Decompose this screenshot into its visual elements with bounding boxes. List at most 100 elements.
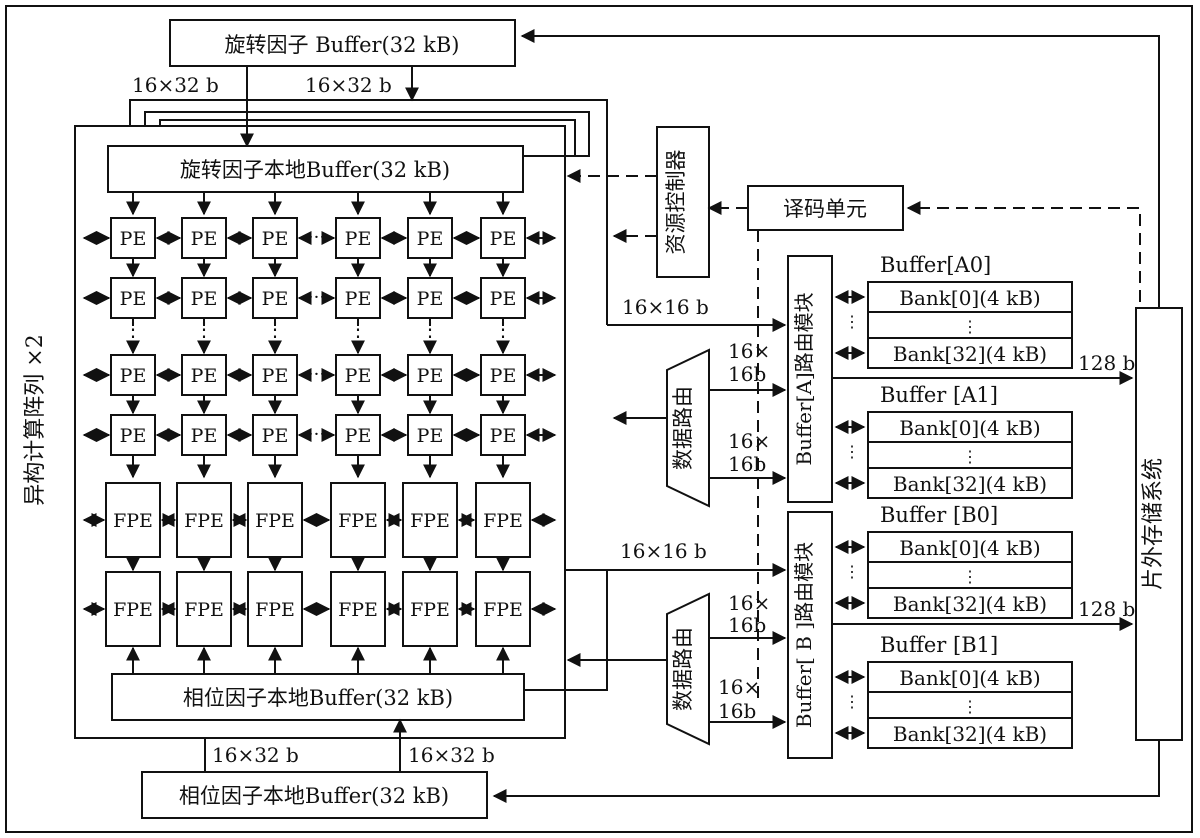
fpe-cell-label: FPE <box>338 510 378 532</box>
bank-first-label: Bank[0](4 kB) <box>899 416 1040 440</box>
ellipsis-vertical: ⋮ <box>493 317 513 341</box>
resource-controller-label: 资源控制器 <box>664 150 688 255</box>
width-label-16b-a2: 16b <box>728 452 766 476</box>
pe-cell <box>181 277 227 319</box>
fpe-cell <box>105 571 161 647</box>
offchip-storage-box <box>1135 307 1183 741</box>
fpe-cell <box>475 482 531 558</box>
pe-grid: PE PE PE PE ⋮ FPE FPE PE PE PE PE ⋮ FPE FPE PE PE PE PE ⋮ F… <box>82 192 557 674</box>
data-router-b-label: 数据路由 <box>671 627 695 711</box>
buffer-group-box <box>867 411 1073 499</box>
ellipsis-horizontal: ··· <box>308 227 325 248</box>
pe-cell-label: PE <box>120 228 147 250</box>
width-label-16b-b2: 16b <box>718 699 756 723</box>
ellipsis-vertical: ⋮ <box>123 317 143 341</box>
pe-cell-label: PE <box>262 228 289 250</box>
phase-local-buffer-bottom-box <box>141 771 488 819</box>
pe-cell-label: PE <box>262 288 289 310</box>
buffer-banks: Buffer[A0] Bank[0](4 kB) ⋮ Bank[32](4 kB) ⋮ B… <box>834 253 1073 749</box>
pe-cell <box>480 277 526 319</box>
link-ellipsis: ⋮ <box>844 692 860 711</box>
pe-cell-label: PE <box>490 288 517 310</box>
pe-cell-label: PE <box>490 365 517 387</box>
pe-cell-label: PE <box>490 425 517 447</box>
buffer-group-title: Buffer[A0] <box>880 253 991 277</box>
pe-cell <box>252 414 298 456</box>
pe-cell-label: PE <box>345 228 372 250</box>
pe-cell-label: PE <box>417 425 444 447</box>
pe-cell-label: PE <box>120 288 147 310</box>
compute-array-frame <box>74 125 566 739</box>
pe-cell <box>110 354 156 396</box>
pe-cell-label: PE <box>191 228 218 250</box>
pe-cell <box>181 217 227 259</box>
width-label-128-b: 128 b <box>1078 597 1135 621</box>
fpe-cell-label: FPE <box>483 510 523 532</box>
buffer-group-box <box>867 281 1073 369</box>
bank-last-label: Bank[32](4 kB) <box>893 472 1047 496</box>
width-label-top-right: 16×32 b <box>305 73 392 97</box>
pe-cell-label: PE <box>262 425 289 447</box>
pe-cell-label: PE <box>345 288 372 310</box>
bank-last-label: Bank[32](4 kB) <box>893 592 1047 616</box>
width-label-16x16-a: 16×16 b <box>622 295 709 319</box>
width-label-top-left: 16×32 b <box>132 73 219 97</box>
fpe-cell-label: FPE <box>113 599 153 621</box>
decode-unit-box <box>747 185 904 231</box>
fpe-cell-label: FPE <box>184 510 224 532</box>
pe-cell-label: PE <box>345 365 372 387</box>
pe-cell <box>407 414 453 456</box>
data-router-a <box>666 348 710 508</box>
pe-cell-label: PE <box>417 365 444 387</box>
bank-last-label: Bank[32](4 kB) <box>893 722 1047 746</box>
fpe-cell-label: FPE <box>184 599 224 621</box>
fpe-cell <box>176 482 232 558</box>
pe-cell-label: PE <box>417 228 444 250</box>
pe-cell <box>181 414 227 456</box>
fpe-cell <box>402 571 458 647</box>
fpe-cell-label: FPE <box>338 599 378 621</box>
width-label-16x-a2: 16× <box>728 429 770 453</box>
buffer-group-title: Buffer [B1] <box>880 633 998 657</box>
width-label-bottom-right: 16×32 b <box>408 743 495 767</box>
fpe-cell <box>330 482 386 558</box>
pe-cell <box>335 217 381 259</box>
bank-ellipsis: ⋮ <box>962 447 978 466</box>
router-b-label: Buffer[ B ]路由模块 <box>792 542 816 728</box>
ellipsis-vertical: ⋮ <box>265 317 285 341</box>
pe-cell-label: PE <box>345 425 372 447</box>
phase-local-buffer-inner-box <box>111 673 525 721</box>
router-a-box <box>787 255 833 503</box>
ellipsis-vertical: ⋮ <box>194 317 214 341</box>
pe-cell <box>110 414 156 456</box>
fpe-cell-label: FPE <box>255 510 295 532</box>
resource-controller-box <box>656 126 710 278</box>
data-router-b <box>666 592 710 746</box>
fpe-cell-label: FPE <box>255 599 295 621</box>
width-label-16x-b1: 16× <box>728 591 770 615</box>
buffer-group-box <box>867 531 1073 619</box>
link-ellipsis: ⋮ <box>844 312 860 331</box>
phase-local-buffer-inner-label: 相位因子本地Buffer(32 kB) <box>183 686 453 710</box>
width-label-16b-a1: 16b <box>728 362 766 386</box>
link-ellipsis: ⋮ <box>844 562 860 581</box>
pe-cell-label: PE <box>262 365 289 387</box>
twiddle-buffer-top-box <box>169 19 516 67</box>
buffer-group-title: Buffer [B0] <box>880 503 998 527</box>
pe-cell <box>110 277 156 319</box>
link-ellipsis: ⋮ <box>844 442 860 461</box>
bank-first-label: Bank[0](4 kB) <box>899 286 1040 310</box>
ellipsis-horizontal: ··· <box>308 364 325 385</box>
phase-local-buffer-bottom-label: 相位因子本地Buffer(32 kB) <box>179 784 449 808</box>
ellipsis-horizontal: ··· <box>308 424 325 445</box>
pe-cell-label: PE <box>120 425 147 447</box>
pe-cell-label: PE <box>120 365 147 387</box>
twiddle-buffer-top-label: 旋转因子 Buffer(32 kB) <box>225 33 460 57</box>
pe-cell-label: PE <box>417 288 444 310</box>
width-label-128-a: 128 b <box>1078 351 1135 375</box>
fpe-cell <box>330 571 386 647</box>
width-label-16b-b1: 16b <box>728 613 766 637</box>
buffer-group-title: Buffer [A1] <box>880 383 998 407</box>
pe-cell <box>252 354 298 396</box>
